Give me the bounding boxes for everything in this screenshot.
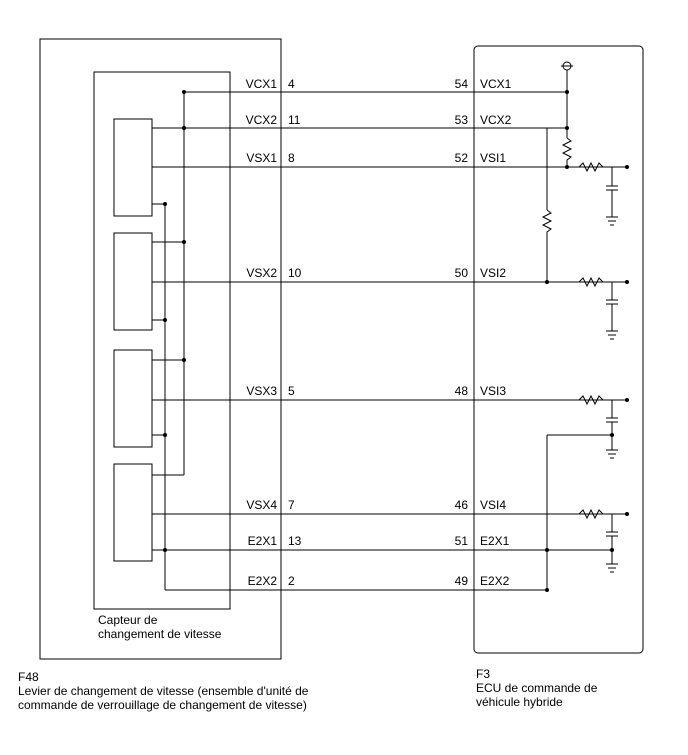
f48-connector-box — [39, 38, 282, 660]
right-label-vcx1: VCX1 — [480, 77, 512, 91]
right-pin: 53 — [455, 113, 469, 127]
ecu-internal-circuit — [541, 61, 618, 590]
right-pin: 52 — [455, 151, 469, 165]
left-label-vsx4: VSX4 — [246, 498, 277, 512]
harness-wires — [152, 91, 627, 591]
right-label-vsi3: VSI3 — [480, 384, 506, 398]
sensor-junction-dots — [163, 90, 186, 552]
right-pin: 54 — [455, 77, 469, 91]
left-label-vsx1: VSX1 — [246, 151, 277, 165]
filter-resistor-icon — [578, 394, 604, 406]
left-pin: 10 — [288, 266, 302, 280]
right-pin: 51 — [455, 534, 469, 548]
f48-caption: F48 Levier de changement de vitesse (ens… — [18, 670, 308, 712]
filter-resistor-icon — [578, 508, 604, 520]
left-pin: 5 — [288, 384, 295, 398]
right-label-vsi4: VSI4 — [480, 498, 506, 512]
right-label-vsi1: VSI1 — [480, 151, 506, 165]
right-pin: 48 — [455, 384, 469, 398]
sensor-caption: Capteur de changement de vitesse — [98, 613, 221, 641]
left-pin: 7 — [288, 498, 295, 512]
left-pin: 4 — [288, 77, 295, 91]
sensor-element-4 — [113, 463, 153, 562]
sensor-internal-wiring — [152, 92, 185, 590]
right-pin: 49 — [455, 574, 469, 588]
left-label-e2x1: E2X1 — [248, 534, 278, 548]
left-label-vsx2: VSX2 — [246, 266, 277, 280]
vsi2-resistor-icon — [541, 209, 553, 282]
left-pin: 11 — [288, 113, 301, 127]
sensor-caption-line1: Capteur de — [98, 613, 158, 627]
left-label-vcx1: VCX1 — [246, 77, 278, 91]
right-label-vsi2: VSI2 — [480, 266, 506, 280]
f3-caption: F3 ECU de commande de véhicule hybride — [476, 667, 597, 709]
sensor-element-2 — [113, 232, 153, 331]
f3-name-line2: véhicule hybride — [476, 695, 563, 709]
right-label-vcx2: VCX2 — [480, 113, 512, 127]
left-pin: 13 — [288, 534, 302, 548]
shift-sensor-box — [93, 71, 231, 610]
ecu-junction-dots — [545, 90, 629, 592]
sensor-caption-line2: changement de vitesse — [98, 627, 222, 641]
f48-code: F48 — [18, 670, 39, 684]
left-label-vsx3: VSX3 — [246, 384, 277, 398]
right-label-e2x2: E2X2 — [480, 574, 510, 588]
right-pin: 50 — [455, 266, 469, 280]
right-pin: 46 — [455, 498, 469, 512]
sensor-element-3 — [113, 349, 153, 448]
sensor-element-1 — [113, 118, 153, 217]
filter-resistor-icon — [578, 276, 604, 288]
left-pin: 8 — [288, 151, 295, 165]
f3-ecu-box — [473, 45, 644, 654]
f3-code: F3 — [476, 667, 491, 681]
f48-name-line2: commande de verrouillage de changement d… — [18, 698, 307, 712]
right-label-e2x1: E2X1 — [480, 534, 510, 548]
left-label-vcx2: VCX2 — [246, 113, 278, 127]
left-pin: 2 — [288, 574, 295, 588]
f48-name-line1: Levier de changement de vitesse (ensembl… — [18, 684, 309, 698]
filter-resistor-icon — [578, 161, 604, 173]
f3-name-line1: ECU de commande de — [476, 681, 598, 695]
pullup-resistor-icon — [561, 137, 573, 167]
left-label-e2x2: E2X2 — [248, 574, 278, 588]
